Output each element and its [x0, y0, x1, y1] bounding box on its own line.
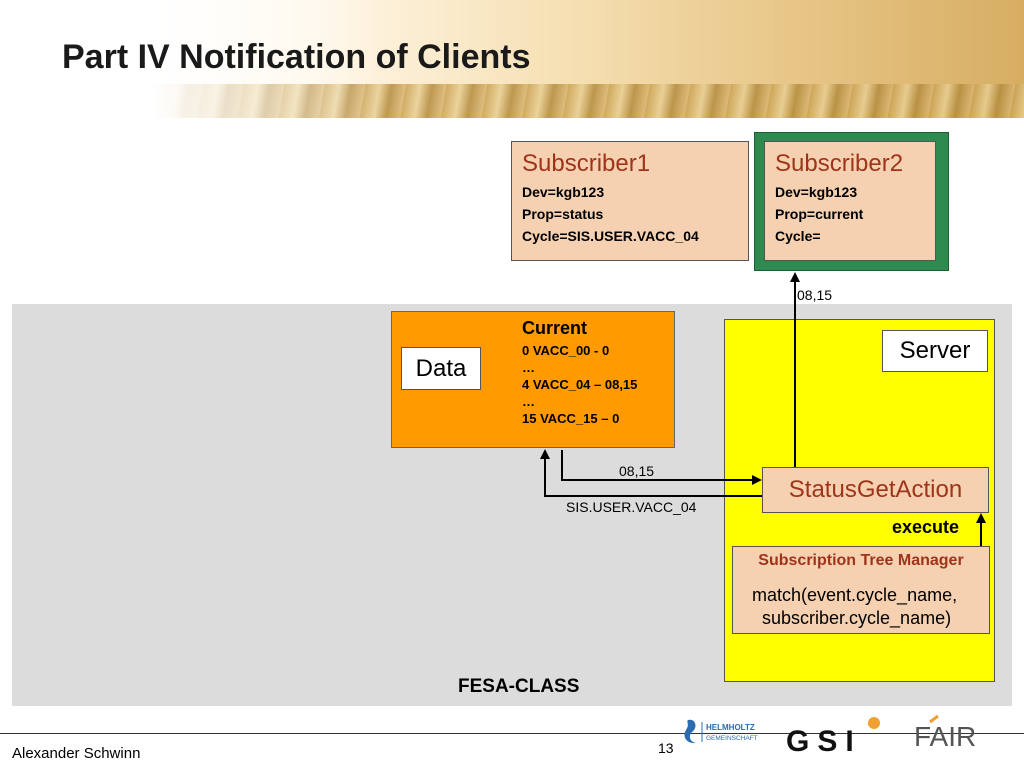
subscriber1-cycle: Cycle=SIS.USER.VACC_04	[522, 228, 699, 244]
status-get-action-box: StatusGetAction	[762, 467, 989, 513]
subscriber2-cycle: Cycle=	[775, 228, 821, 244]
fesa-class-label: FESA-CLASS	[458, 676, 580, 697]
subscriber1-box: Subscriber1 Dev=kgb123 Prop=status Cycle…	[511, 141, 749, 261]
subscriber2-prop: Prop=current	[775, 206, 864, 222]
match-expression-line1: match(event.cycle_name,	[752, 585, 958, 605]
footer-divider	[0, 733, 1024, 734]
arrow-data-to-action	[561, 450, 762, 485]
current-line: …	[522, 394, 535, 409]
data-label: Data	[401, 347, 481, 390]
footer-author: Alexander Schwinn	[12, 745, 141, 762]
helmholtz-logo: HELMHOLTZ GEMEINSCHAFT	[682, 716, 772, 746]
subscriber2-box: Subscriber2 Dev=kgb123 Prop=current Cycl…	[764, 141, 936, 261]
arrow-action-to-data	[540, 449, 762, 497]
gsi-logo: GSI	[782, 715, 894, 758]
fair-logo: FAIR	[912, 712, 996, 756]
current-line: 0 VACC_00 - 0	[522, 343, 610, 358]
header-fade	[0, 0, 380, 118]
subscriber1-dev: Dev=kgb123	[522, 184, 605, 200]
match-expression-line2: subscriber.cycle_name)	[762, 608, 952, 628]
execute-label: execute	[892, 517, 960, 537]
subscription-tree-manager-box	[732, 546, 990, 634]
label-cycle-name: SIS.USER.VACC_04	[566, 499, 697, 515]
helmholtz-text-bottom: GEMEINSCHAFT	[706, 735, 758, 742]
gsi-logo-text: GSI	[786, 725, 862, 755]
subscriber1-title: Subscriber1	[522, 150, 651, 177]
server-label: Server	[882, 330, 988, 372]
current-values: 0 VACC_00 - 0 … 4 VACC_04 – 08,15 … 15 V…	[522, 342, 637, 427]
current-line: 4 VACC_04 – 08,15	[522, 377, 638, 392]
label-data-value: 08,15	[619, 463, 655, 479]
current-line: 15 VACC_15 – 0	[522, 411, 620, 426]
helmholtz-text-top: HELMHOLTZ	[706, 723, 755, 732]
current-title: Current	[522, 318, 588, 338]
subscriber2-dev: Dev=kgb123	[775, 184, 858, 200]
page-number: 13	[658, 740, 674, 756]
subscription-tree-manager-title: Subscription Tree Manager	[758, 552, 964, 569]
subscriber2-title: Subscriber2	[775, 150, 904, 177]
subscriber1-prop: Prop=status	[522, 206, 604, 222]
fair-logo-text: FAIR	[914, 721, 976, 752]
label-to-subscriber2: 08,15	[797, 287, 833, 303]
current-line: …	[522, 360, 535, 375]
slide-title: Part IV Notification of Clients	[62, 38, 531, 76]
